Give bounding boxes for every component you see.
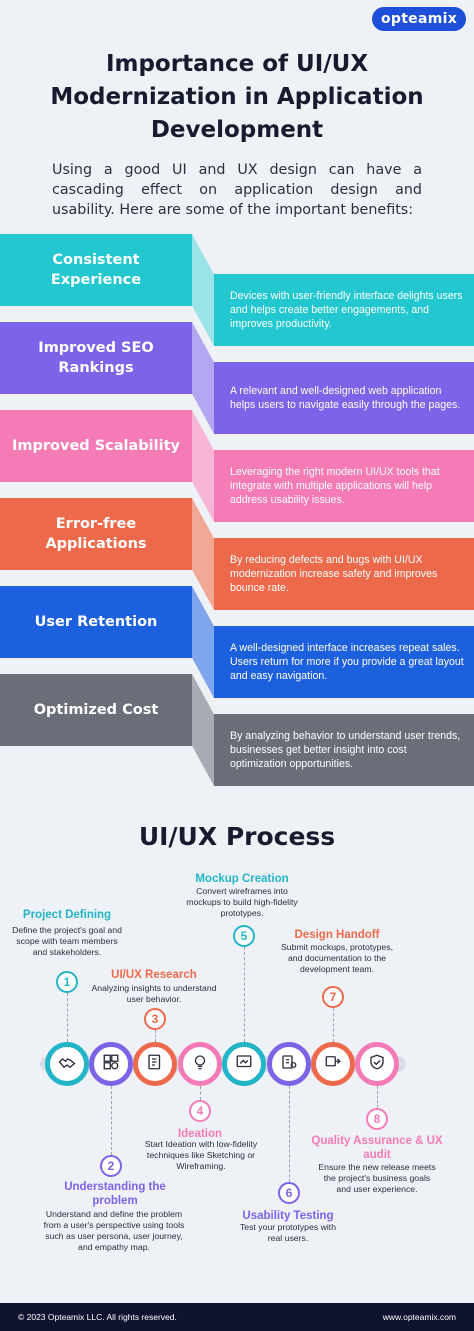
step-number: 4 <box>189 1100 211 1122</box>
step-connector <box>333 1008 334 1042</box>
benefit-title: Improved SEO Rankings <box>0 322 192 394</box>
benefit-row: A relevant and well-designed web applica… <box>0 322 474 442</box>
step-title: Project Defining <box>22 909 112 921</box>
benefit-title: Error-free Applications <box>0 498 192 570</box>
shield-check-icon <box>368 1053 386 1076</box>
step-connector <box>244 947 245 1042</box>
step-hub <box>45 1042 89 1086</box>
step-hub <box>355 1042 399 1086</box>
step-hub <box>267 1042 311 1086</box>
step-description: Analyzing insights to understand user be… <box>91 983 217 1004</box>
step-connector <box>377 1086 378 1108</box>
benefit-row: By reducing defects and bugs with UI/UX … <box>0 498 474 618</box>
benefit-row: Devices with user-friendly interface del… <box>0 234 474 354</box>
benefit-title: Improved Scalability <box>0 410 192 482</box>
benefit-description: By analyzing behavior to understand user… <box>214 714 474 786</box>
benefit-title: Consistent Experience <box>0 234 192 306</box>
step-description: Ensure the new release meets the project… <box>318 1162 436 1194</box>
brand-logo: opteamix <box>372 7 466 31</box>
step-description: Submit mockups, prototypes, and document… <box>280 942 394 974</box>
step-number: 3 <box>144 1008 166 1030</box>
step-description: Test your prototypes with real users. <box>239 1222 337 1243</box>
step-connector <box>155 1030 156 1042</box>
step-hub <box>89 1042 133 1086</box>
step-number: 7 <box>322 986 344 1008</box>
intro-text: Using a good UI and UX design can have a… <box>52 162 422 218</box>
step-description: Convert wireframes into mockups to build… <box>186 886 298 918</box>
step-description: Define the project's goal and scope with… <box>12 925 122 957</box>
handshake-icon <box>58 1053 76 1076</box>
process-title: UI/UX Process <box>138 822 336 851</box>
benefit-description: Devices with user-friendly interface del… <box>214 274 474 346</box>
lightbulb-icon <box>191 1053 209 1076</box>
step-number: 5 <box>233 925 255 947</box>
step-title: Usability Testing <box>242 1210 334 1222</box>
step-hub <box>222 1042 266 1086</box>
research-icon <box>146 1053 164 1076</box>
step-number: 8 <box>366 1108 388 1130</box>
step-title: Quality Assurance & UX audit <box>311 1135 443 1161</box>
step-number: 6 <box>278 1182 300 1204</box>
step-title: UI/UX Research <box>111 969 197 981</box>
step-connector <box>111 1086 112 1155</box>
step-title: Understanding the problem <box>64 1181 166 1207</box>
step-title: Mockup Creation <box>195 873 289 885</box>
step-title: Design Handoff <box>294 929 380 941</box>
footer-copyright: © 2023 Opteamix LLC. All rights reserved… <box>18 1312 177 1322</box>
step-number: 1 <box>56 971 78 993</box>
benefit-row: Leveraging the right modern UI/UX tools … <box>0 410 474 530</box>
step-connector <box>289 1086 290 1182</box>
footer: © 2023 Opteamix LLC. All rights reserved… <box>0 1303 474 1331</box>
step-connector <box>67 993 68 1042</box>
step-hub <box>311 1042 355 1086</box>
benefit-fold <box>192 674 214 786</box>
testing-icon <box>280 1053 298 1076</box>
handoff-icon <box>324 1053 342 1076</box>
step-connector <box>200 1086 201 1100</box>
benefit-row: By analyzing behavior to understand user… <box>0 674 474 794</box>
step-title: Ideation <box>177 1128 223 1140</box>
step-number: 2 <box>100 1155 122 1177</box>
benefit-description: Leveraging the right modern UI/UX tools … <box>214 450 474 522</box>
benefit-row: A well-designed interface increases repe… <box>0 586 474 706</box>
benefit-description: A well-designed interface increases repe… <box>214 626 474 698</box>
mockup-icon <box>235 1053 253 1076</box>
step-description: Start Ideation with low-fidelity techniq… <box>144 1139 258 1171</box>
page-title: Importance of UI/UX Modernization in App… <box>50 51 424 143</box>
step-hub <box>133 1042 177 1086</box>
benefit-description: A relevant and well-designed web applica… <box>214 362 474 434</box>
benefit-title: User Retention <box>0 586 192 658</box>
footer-website[interactable]: www.opteamix.com <box>382 1312 456 1322</box>
puzzle-icon <box>102 1053 120 1076</box>
benefit-description: By reducing defects and bugs with UI/UX … <box>214 538 474 610</box>
benefit-title: Optimized Cost <box>0 674 192 746</box>
step-hub <box>178 1042 222 1086</box>
step-description: Understand and define the problem from a… <box>43 1209 185 1252</box>
